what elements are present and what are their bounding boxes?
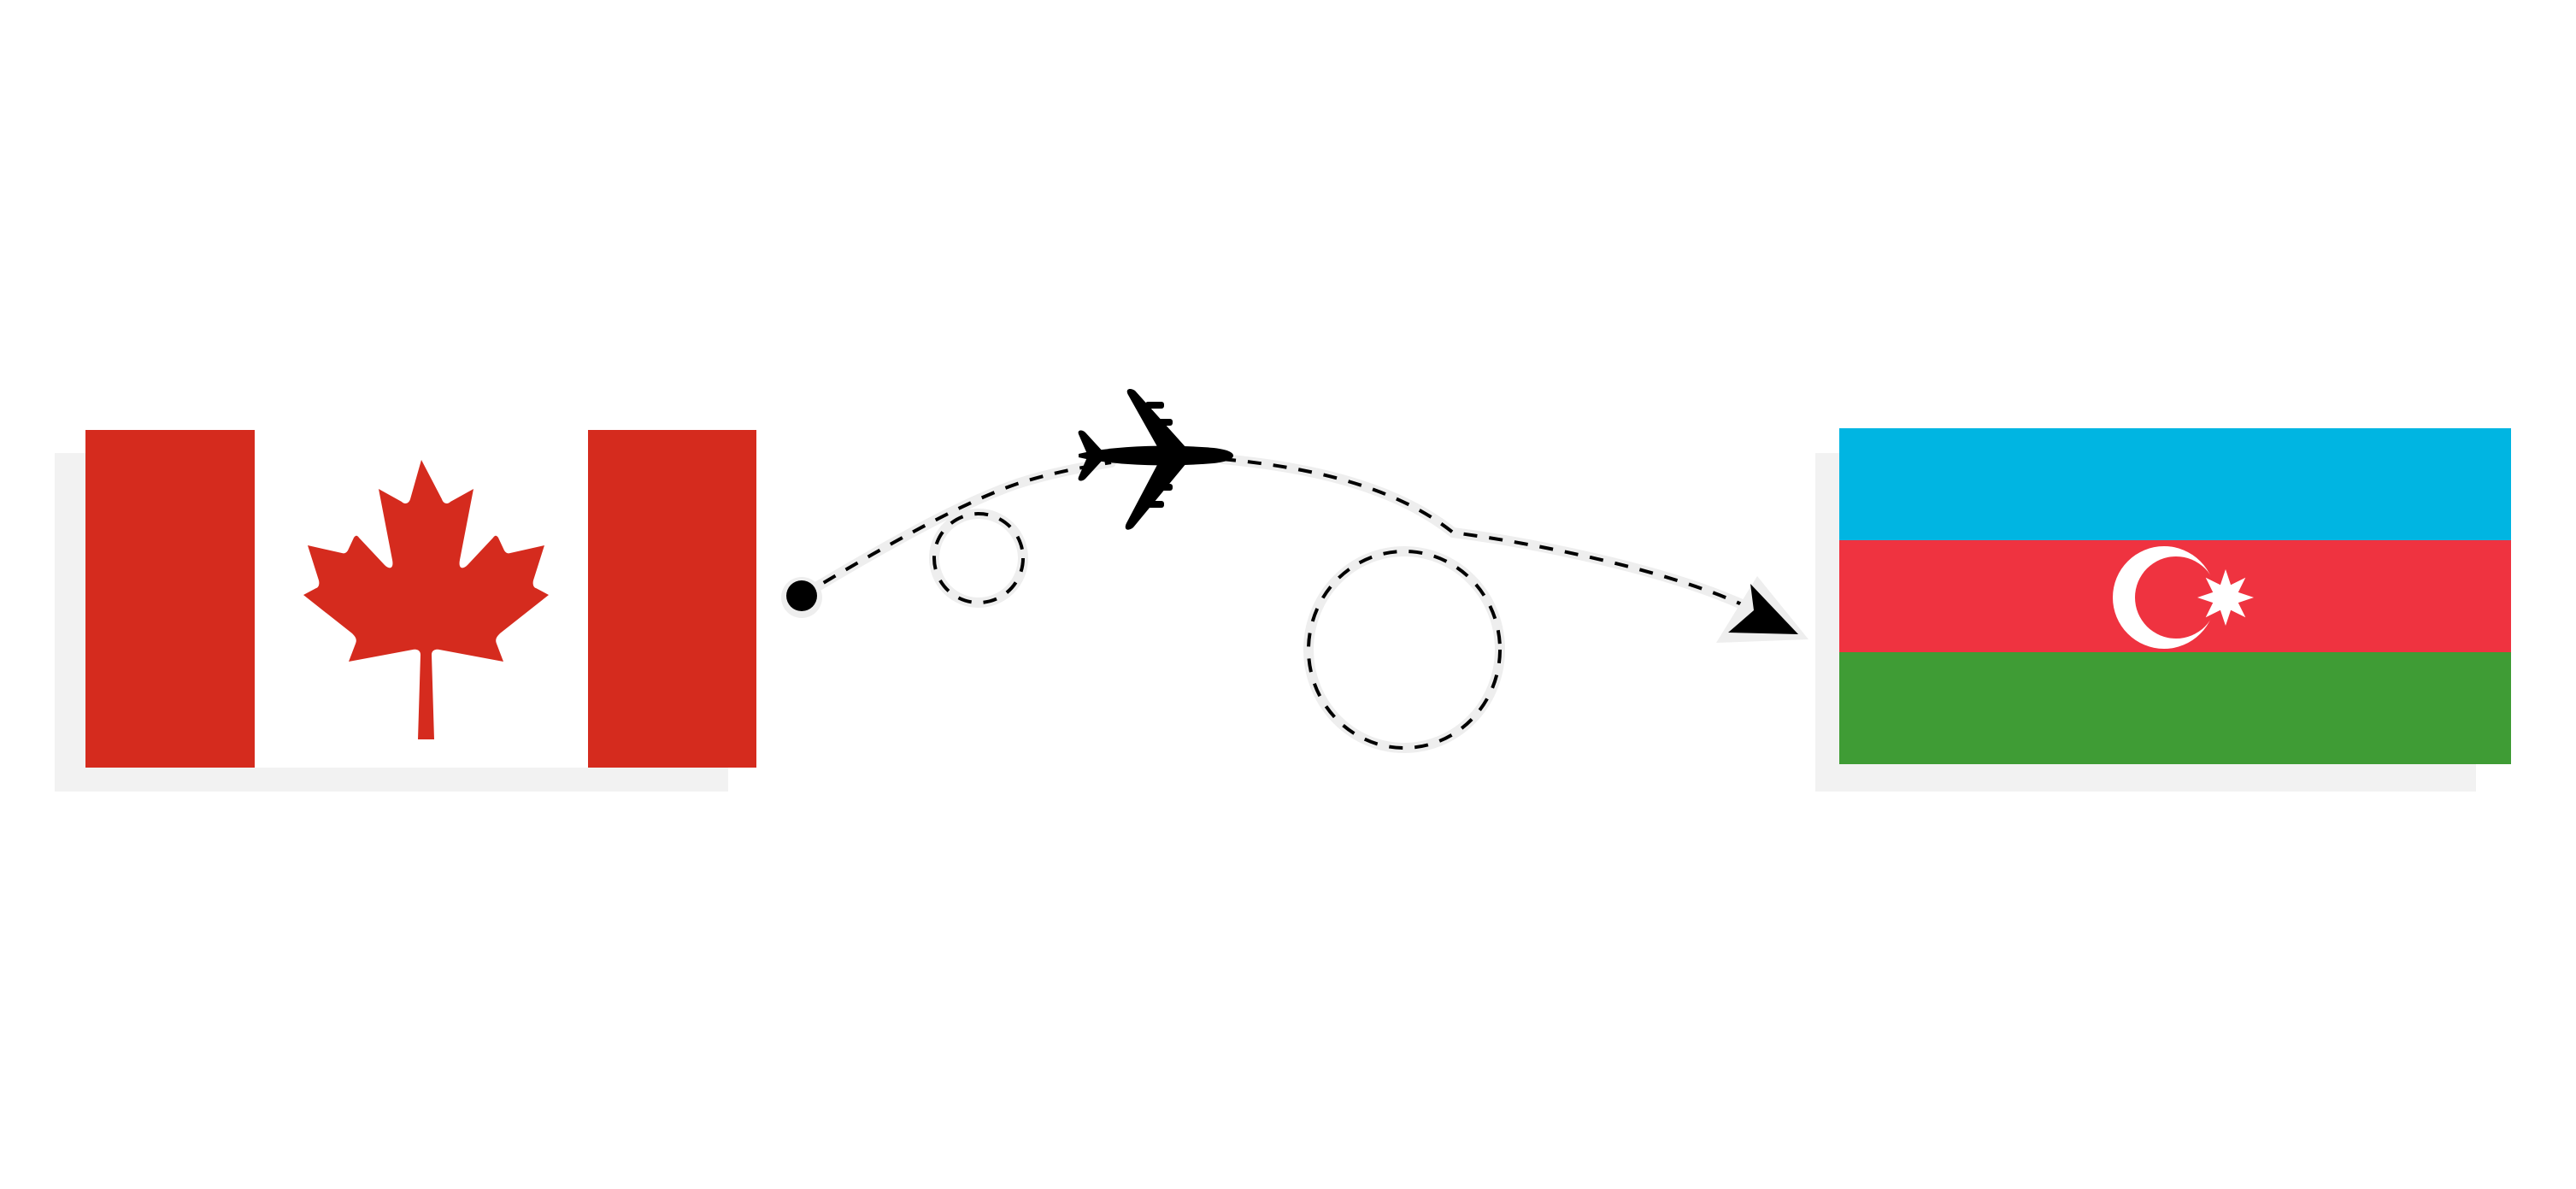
start-dot-icon bbox=[781, 577, 822, 618]
canada-flag-left-band bbox=[85, 430, 255, 768]
flight-path-dashed bbox=[800, 457, 1744, 750]
eight-point-star-icon bbox=[2197, 569, 2254, 626]
destination-flag-azerbaijan bbox=[1815, 428, 2511, 792]
azerbaijan-flag bbox=[1839, 428, 2511, 764]
flight-path-halo bbox=[797, 454, 1749, 753]
airplane-icon bbox=[1078, 388, 1233, 530]
crescent-inner bbox=[2135, 556, 2217, 639]
origin-flag-canada bbox=[55, 430, 756, 792]
flight-path-loop-small bbox=[932, 512, 1025, 604]
maple-leaf-icon bbox=[303, 460, 549, 739]
flight-path-loop-large bbox=[1307, 550, 1502, 750]
azerbaijan-flag-green-stripe bbox=[1839, 652, 2511, 764]
flight-path-segment-1 bbox=[800, 461, 1112, 597]
arrowhead-icon bbox=[1716, 576, 1808, 643]
canada-flag-right-band bbox=[588, 430, 756, 768]
azerbaijan-flag-blue-stripe bbox=[1839, 428, 2511, 540]
canada-flag bbox=[85, 430, 756, 768]
